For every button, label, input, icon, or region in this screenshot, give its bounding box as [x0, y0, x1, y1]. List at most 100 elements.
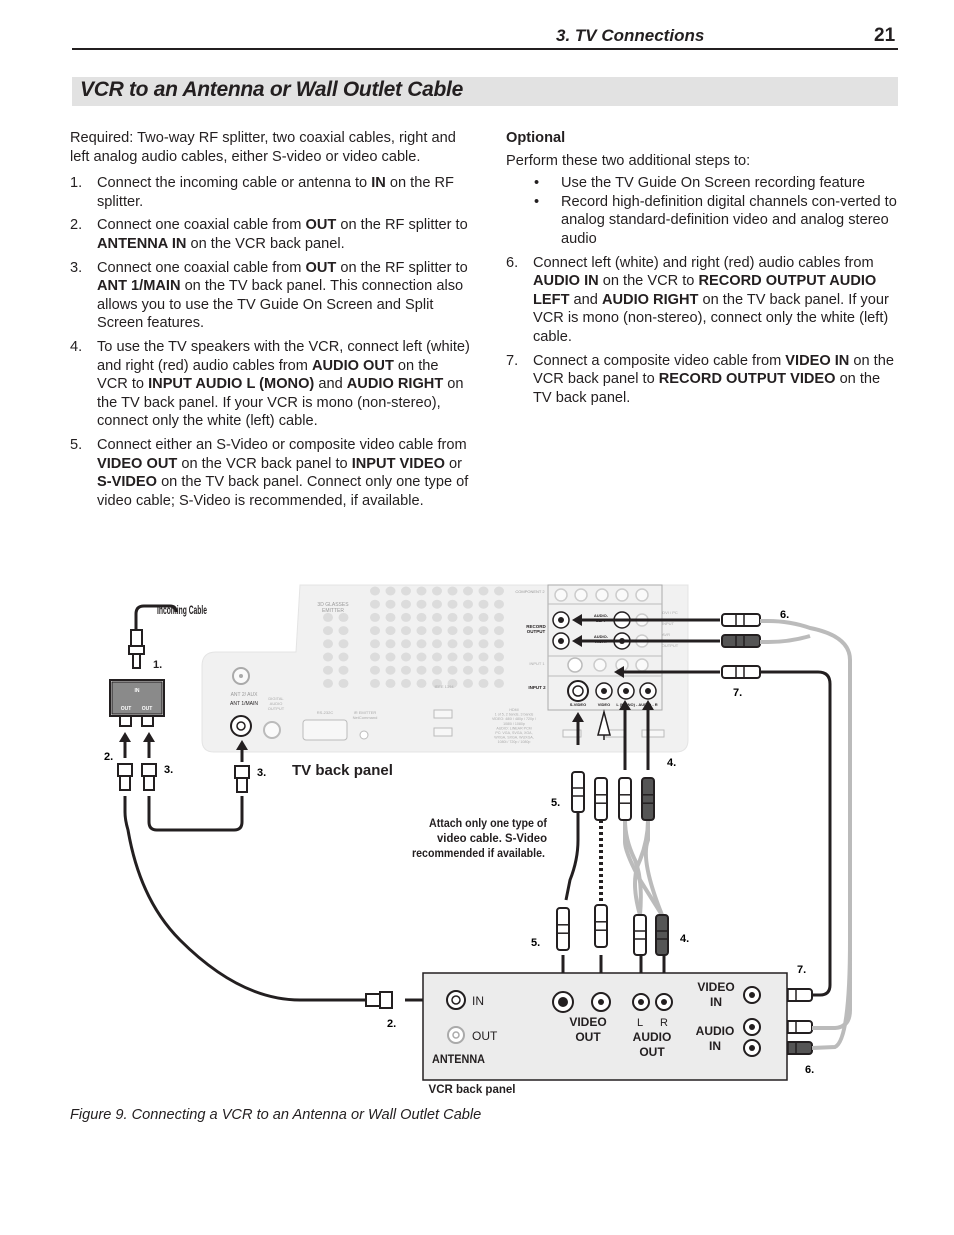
step-label-2: 2.	[387, 1018, 396, 1030]
vent-hole	[447, 599, 458, 609]
audio-lr-label: L (MONO) - AUDIO - R	[616, 702, 657, 707]
step-text: on the VCR back panel to	[177, 455, 352, 472]
vent-hole	[370, 599, 380, 609]
figure-caption: Figure 9. Connecting a VCR to an Antenna…	[70, 1107, 482, 1123]
step-text: Connect the incoming cable or antenna to	[97, 175, 372, 192]
rca-plug	[594, 904, 608, 948]
vent-hole	[323, 665, 333, 675]
bullet-dot: •	[534, 193, 540, 210]
vent-hole	[401, 652, 411, 662]
video-label: VIDEO	[598, 702, 610, 707]
step-text: Connect one coaxial cable from	[97, 259, 306, 276]
step-label-4: 4.	[680, 933, 689, 945]
ir-label-2: NetCommand	[353, 715, 378, 720]
step-text: on the TV back panel. If your VCR is mon…	[533, 291, 889, 345]
vent-hole	[416, 678, 427, 688]
vent-hole	[447, 678, 458, 688]
optional-intro: Perform these two additional steps to:	[506, 152, 751, 169]
vent-hole	[401, 639, 411, 649]
vent-hole	[478, 639, 489, 649]
vent-hole	[385, 652, 396, 662]
step-label-2: 2.	[104, 751, 113, 763]
vent-hole	[463, 678, 473, 688]
vent-hole	[370, 586, 380, 596]
step-item: 2.Connect one coaxial cable from OUT on …	[70, 216, 470, 253]
vcr-out-label: OUT	[472, 1029, 498, 1043]
section-title: 3. TV Connections	[556, 26, 705, 45]
vent-hole	[338, 639, 349, 649]
hdmi-spec-line: HDMI	[509, 708, 518, 712]
vent-hole	[385, 678, 396, 688]
unused-jack	[615, 588, 629, 602]
step-text: Connect a composite video cable from	[533, 352, 786, 369]
digital-audio-label-2: AUDIO	[270, 701, 283, 706]
vent-hole	[432, 586, 442, 596]
vent-hole	[370, 626, 380, 636]
step-text-bold: INPUT VIDEO	[351, 455, 445, 472]
tv-back-panel: 3D GLASSES EMITTER COMPONENT 2 ANT 2/ AU…	[201, 584, 689, 753]
vent-hole	[416, 639, 427, 649]
vent-hole	[478, 652, 489, 662]
vent-hole	[323, 678, 333, 688]
vent-hole	[401, 599, 411, 609]
vent-hole	[432, 612, 442, 622]
connection-diagram: 3D GLASSES EMITTER COMPONENT 2 ANT 2/ AU…	[104, 584, 852, 1096]
vent-hole	[432, 652, 442, 662]
unused-jack	[635, 588, 649, 602]
rca-plug	[571, 771, 585, 813]
step-text-bold: ANTENNA IN	[97, 235, 187, 252]
vent-hole	[432, 599, 442, 609]
bullet-list: •Use the TV Guide On Screen recording fe…	[506, 174, 898, 248]
vent-hole	[478, 612, 489, 622]
connection-arrow	[572, 614, 720, 626]
vcr-video-out-label-2: OUT	[575, 1030, 601, 1044]
rca-plug	[633, 914, 647, 956]
vent-hole	[323, 626, 333, 636]
vcr-antenna-label: ANTENNA	[432, 1052, 485, 1066]
step-item: 5.Connect either an S-Video or composite…	[70, 436, 470, 510]
connection-arrow	[572, 712, 584, 745]
connection-arrow	[572, 635, 720, 647]
vcr-audio-out-label-2: OUT	[639, 1045, 665, 1059]
faint-jacks	[554, 588, 649, 672]
vcr-audio-l-label: L	[637, 1017, 643, 1029]
step-item: 3.Connect one coaxial cable from OUT on …	[70, 259, 470, 333]
connection-arrow	[143, 732, 155, 758]
digital-audio-label-3: OUTPUT	[268, 706, 285, 711]
vent-hole	[416, 599, 427, 609]
step-label-5: 5.	[531, 937, 540, 949]
step-label-6: 6.	[780, 609, 789, 621]
vent-hole	[463, 639, 473, 649]
unused-jack	[574, 588, 588, 602]
hdmi-spec-line: AUDIO: LINEAR PCM	[496, 726, 531, 730]
coax-connector	[234, 765, 250, 793]
svideo-label: S-VIDEO	[570, 702, 586, 707]
coax-connector	[117, 763, 133, 791]
step-text: or	[444, 455, 462, 472]
step-label-4: 4.	[667, 757, 676, 769]
vcr-video-in-label-2: IN	[710, 995, 722, 1009]
tv-back-panel-label: TV back panel	[292, 762, 393, 779]
step-text: on the RF splitter to	[336, 259, 468, 276]
step-text: and	[314, 376, 347, 393]
hdmi-port	[433, 727, 453, 737]
vent-hole	[338, 665, 349, 675]
vent-hole	[338, 678, 349, 688]
step-text: on the VCR to	[598, 273, 699, 290]
vent-hole	[463, 665, 473, 675]
rs232-label: RS-232C	[317, 710, 334, 715]
side-avr-label: AVR	[662, 632, 670, 637]
note-line: Attach only one type of	[429, 818, 547, 830]
hdmi-spec-line: PC: VGA, SVGA, XGA,	[495, 731, 532, 735]
step-label-7: 7.	[733, 687, 742, 699]
vent-hole	[494, 626, 504, 636]
input-cables	[564, 812, 664, 917]
step-item: 7.Connect a composite video cable from V…	[506, 352, 898, 408]
vent-hole	[478, 665, 489, 675]
vent-hole	[494, 639, 504, 649]
digital-audio-jack	[263, 721, 281, 739]
vent-hole	[401, 612, 411, 622]
step-number: 6.	[506, 254, 519, 271]
side-output-label: OUTPUT	[662, 643, 679, 648]
